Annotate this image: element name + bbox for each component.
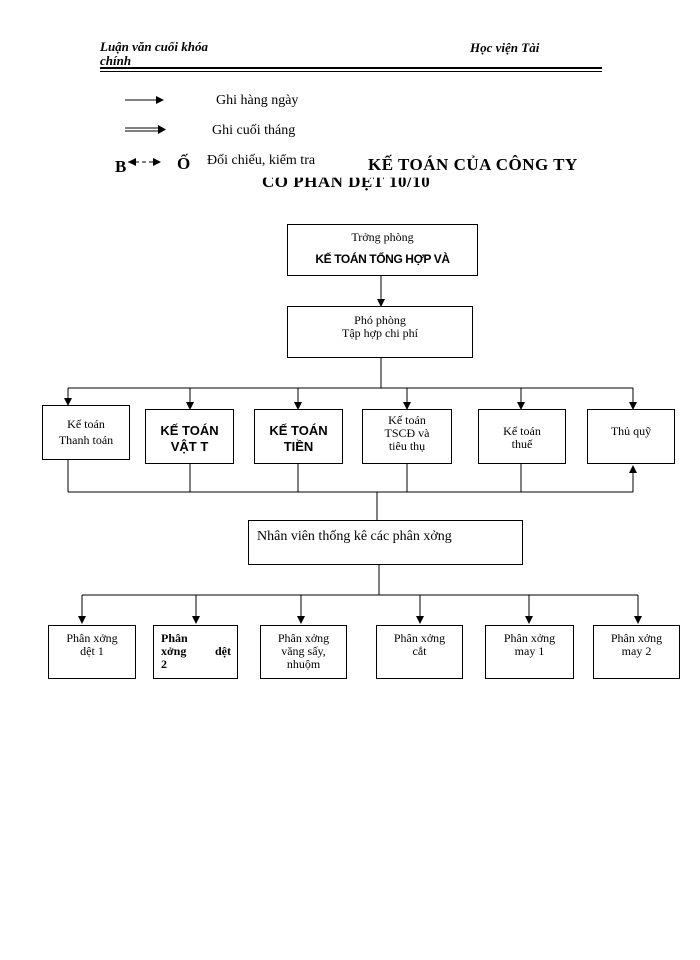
box-ws3-line1: Phân xởng: [277, 631, 330, 645]
box-cash-accountant: KẾ TOÁN TIỀN: [254, 409, 343, 464]
box-stats-line1: Nhân viên thống kê các phân xởng: [257, 529, 452, 544]
title-line1: KẾ TOÁN CỦA CÔNG TY: [368, 155, 578, 174]
header-left-line1: Luận văn cuối khóa: [100, 39, 208, 54]
box-tax-line2: thuế: [511, 437, 533, 451]
title-line2: CỔ PHẦN DỆT 10/10: [262, 172, 431, 191]
box-cash-line2: TIỀN: [283, 439, 314, 454]
box-tax-line1: Kế toán: [503, 424, 541, 438]
legend-arrow-end-month-head: [158, 125, 166, 134]
box-chief-line2: KẾ TOÁN TỔNG HỢP VÀ: [315, 252, 450, 266]
box-ws4-line1: Phân xởng: [393, 631, 446, 645]
box-ws6-line1: Phân xởng: [610, 631, 663, 645]
box-ws2-line1: Phân: [161, 631, 188, 645]
box-payment-accountant: Kế toán Thanh toán: [42, 405, 130, 460]
box-material-accountant: KẾ TOÁN VẬT T: [145, 409, 234, 464]
header-rule-thin: [100, 71, 602, 72]
box-ws2-line3: 2: [161, 657, 167, 671]
box-ws2-line2b: dệt: [215, 644, 231, 658]
box-asset-line1: Kế toán: [388, 413, 426, 427]
box-pay-line2: Thanh toán: [58, 433, 114, 447]
box-workshop-cutting: Phân xởng cắt: [376, 625, 463, 679]
box-ws1-line1: Phân xởng: [66, 631, 118, 645]
box-deputy-line2: Tập hợp chi phí: [342, 326, 418, 340]
box-material-line1: KẾ TOÁN: [160, 423, 219, 438]
header-left: Luận văn cuối khóa chính: [100, 40, 270, 68]
box-ws2-line2: xởng: [161, 644, 187, 658]
box-workshop-drying-dyeing: Phân xởng văng sấy, nhuộm: [260, 625, 347, 679]
box-workshop-weaving-1: Phân xởng dệt 1: [48, 625, 136, 679]
box-ws3-line3: nhuộm: [286, 657, 321, 671]
box-tax-accountant: Kế toán thuế: [478, 409, 566, 464]
box-treasurer-line1: Thủ quỹ: [610, 424, 652, 438]
header-rule: [100, 67, 602, 69]
box-chief-line1: Trởng phòng: [351, 230, 414, 244]
header-right: Học viện Tài: [470, 40, 540, 55]
header-left-line2: chính: [100, 53, 132, 68]
box-workshop-sewing-2: Phân xởng may 2: [593, 625, 680, 679]
box-ws4-line2: cắt: [412, 644, 427, 658]
box-asset-line2: TSCĐ và: [384, 426, 430, 440]
box-cash-line1: KẾ TOÁN: [269, 423, 328, 438]
legend-arrow-check-head-left: [128, 158, 136, 166]
box-ws2-line2-row: xởng dệt: [161, 645, 231, 658]
legend-daily: Ghi hàng ngày: [216, 93, 299, 108]
box-ws1-line2: dệt 1: [80, 644, 104, 658]
box-deputy: Phó phòng Tập hợp chi phí: [287, 306, 473, 358]
box-treasurer: Thủ quỹ: [587, 409, 675, 464]
title-prefix-2: Ố: [177, 154, 191, 173]
box-asset-accountant: Kế toán TSCĐ và tiêu thụ: [362, 409, 452, 464]
box-ws3-line2: văng sấy,: [281, 644, 326, 658]
box-deputy-line1: Phó phòng: [354, 313, 406, 327]
legend-check: Đối chiếu, kiểm tra: [207, 153, 316, 168]
box-ws5-line1: Phân xởng: [503, 631, 556, 645]
box-workshop-weaving-2: Phân xởng dệt 2: [153, 625, 238, 679]
box-ws6-line2: may 2: [621, 644, 652, 658]
box-pay-line1: Kế toán: [67, 417, 105, 431]
box-statistician: Nhân viên thống kê các phân xởng: [248, 520, 523, 565]
title-prefix-1: B: [115, 157, 127, 176]
legend-end-month: Ghi cuối tháng: [212, 123, 296, 138]
box-chief-accountant: Trởng phòng KẾ TOÁN TỔNG HỢP VÀ: [287, 224, 478, 276]
box-workshop-sewing-1: Phân xởng may 1: [485, 625, 574, 679]
box-ws5-line2: may 1: [514, 644, 545, 658]
box-material-line2: VẬT T: [170, 439, 209, 454]
box-asset-line3: tiêu thụ: [388, 439, 426, 453]
